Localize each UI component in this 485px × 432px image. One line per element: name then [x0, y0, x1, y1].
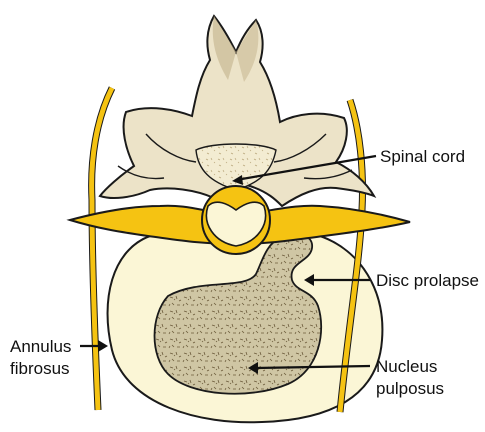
- spinal-cord-label: Spinal cord: [380, 147, 465, 166]
- nucleus-pulposus-label-line1: Nucleus: [376, 357, 437, 376]
- annulus-fibrosus-label-line1: Annulus: [10, 337, 71, 356]
- disc-prolapse-label: Disc prolapse: [376, 271, 479, 290]
- annulus-fibrosus-label-line2: fibrosus: [10, 359, 70, 378]
- nucleus-pulposus-label-line2: pulposus: [376, 379, 444, 398]
